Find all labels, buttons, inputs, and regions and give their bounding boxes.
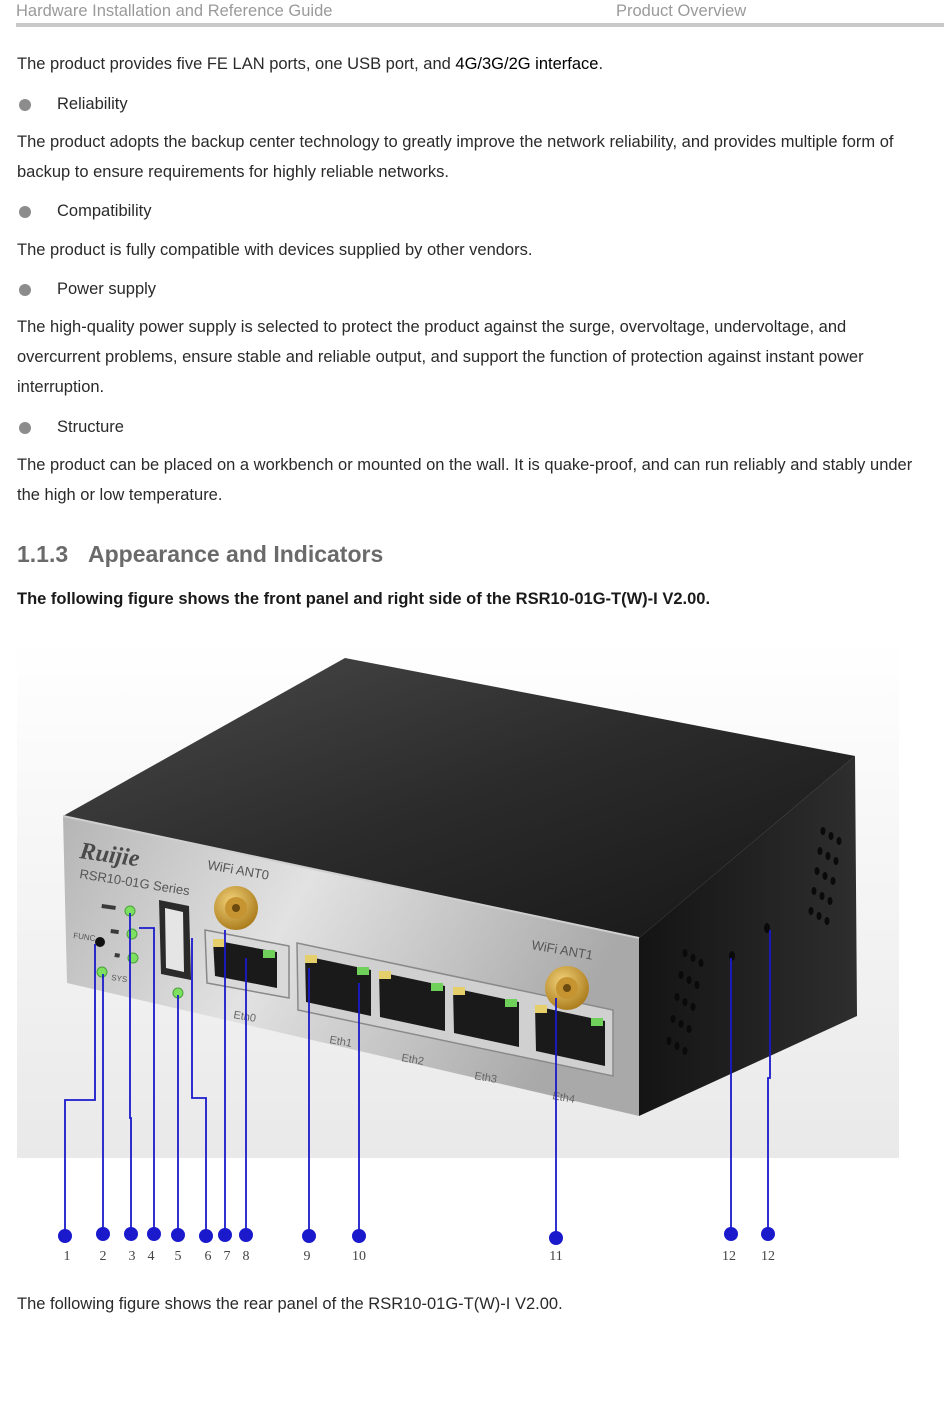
led-indicator <box>126 928 138 940</box>
structure-paragraph: The product can be placed on a workbench… <box>17 456 913 504</box>
callout-11: 11 <box>549 1249 562 1263</box>
eth2-label: Eth2 <box>400 1052 424 1068</box>
func-button[interactable] <box>95 937 105 947</box>
callout-8: 8 <box>243 1249 250 1263</box>
usb-port[interactable] <box>159 900 191 980</box>
callout-1: 1 <box>64 1249 71 1263</box>
router-figure: Ruijie RSR10-01G Series WiFi ANT0 WiFi A… <box>17 638 899 1263</box>
bullet-label: Compatibility <box>57 202 152 220</box>
intro-highlight: 4G/3G/2G interface <box>455 55 599 73</box>
bullet-dot-icon <box>19 99 31 111</box>
section-number: 1.1.3 <box>17 541 69 567</box>
figure-caption: The following figure shows the front pan… <box>17 590 711 608</box>
callout-7: 7 <box>224 1249 231 1263</box>
bullet-label: Structure <box>57 418 124 436</box>
bullet-label: Power supply <box>57 280 157 298</box>
callout-3: 3 <box>129 1249 136 1263</box>
bullet-dot-icon <box>19 284 31 296</box>
vent-holes <box>666 827 842 1055</box>
callout-6: 6 <box>205 1249 212 1263</box>
header-guide-title: Hardware Installation and Reference Guid… <box>16 2 333 20</box>
led-indicator <box>96 966 108 978</box>
intro-paragraph: The product provides five FE LAN ports, … <box>17 49 922 79</box>
callout-lines <box>64 913 771 1236</box>
router-top <box>63 658 855 938</box>
intro-text: The product provides five FE LAN ports, … <box>17 55 456 73</box>
sys-label: SYS <box>111 973 128 984</box>
eth4-port[interactable] <box>535 1005 605 1066</box>
eth3-label: Eth3 <box>473 1070 497 1086</box>
router-right-side <box>639 756 857 1116</box>
eth3-port[interactable] <box>453 987 519 1047</box>
compatibility-paragraph: The product is fully compatible with dev… <box>17 241 533 259</box>
antenna0-connector <box>214 886 258 930</box>
antenna1-connector <box>545 966 589 1010</box>
header-section-title: Product Overview <box>616 2 747 20</box>
callout-12b: 12 <box>761 1249 775 1263</box>
eth0-port[interactable] <box>204 929 290 999</box>
bullet-dot-icon <box>19 422 31 434</box>
power-supply-paragraph: The high-quality power supply is selecte… <box>17 318 864 396</box>
callout-9: 9 <box>304 1249 311 1263</box>
callout-2: 2 <box>100 1249 107 1263</box>
callout-5: 5 <box>175 1249 182 1263</box>
page-header: Hardware Installation and Reference Guid… <box>16 0 944 27</box>
callout-4: 4 <box>148 1249 155 1263</box>
section-heading: 1.1.3 Appearance and Indicators <box>17 541 383 568</box>
eth0-label: Eth0 <box>232 1009 256 1025</box>
bullet-label: Reliability <box>57 95 128 113</box>
eth2-port[interactable] <box>379 971 445 1031</box>
section-title: Appearance and Indicators <box>88 541 384 567</box>
bullet-dot-icon <box>19 206 31 218</box>
reliability-paragraph: The product adopts the backup center tec… <box>17 133 894 181</box>
rear-panel-caption: The following figure shows the rear pane… <box>17 1295 563 1313</box>
callout-markers <box>58 1227 775 1245</box>
callout-10: 10 <box>352 1249 366 1263</box>
eth4-label: Eth4 <box>551 1090 575 1106</box>
callout-12: 12 <box>722 1249 736 1263</box>
func-label: FUNC <box>73 931 96 943</box>
intro-suffix: . <box>598 55 604 73</box>
eth1-label: Eth1 <box>328 1034 352 1050</box>
eth1-port[interactable] <box>305 955 371 1016</box>
